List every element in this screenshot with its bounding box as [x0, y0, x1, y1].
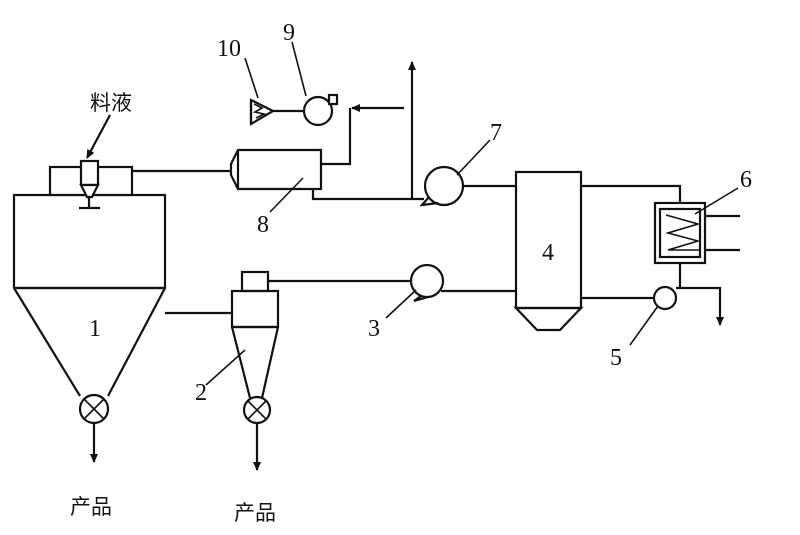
drying-tower [12, 159, 167, 463]
exhaust-fan [409, 263, 445, 303]
product-label-left: 产品 [70, 495, 112, 519]
label-6: 6 [740, 167, 752, 193]
label-8: 8 [257, 212, 269, 238]
label-2: 2 [195, 380, 207, 406]
cyclone-separator [230, 270, 280, 471]
label-10: 10 [217, 36, 241, 62]
product-label-right: 产品 [234, 501, 276, 525]
feed-label: 料液 [90, 91, 132, 115]
feed-arrow [86, 114, 111, 159]
blower-fan [419, 165, 465, 207]
label-4: 4 [542, 240, 554, 266]
label-9: 9 [283, 20, 295, 46]
label-3: 3 [368, 316, 380, 342]
scrubber-column [513, 170, 584, 332]
label-5: 5 [610, 345, 622, 371]
drain-outlet [676, 286, 724, 326]
air-heater [229, 148, 323, 191]
leader-lines [205, 41, 739, 386]
pipe-blower-heater [321, 108, 352, 166]
label-7: 7 [490, 120, 502, 146]
pipe-scrubber-exchanger [581, 184, 682, 203]
label-1: 1 [89, 316, 101, 342]
air-filter [249, 98, 276, 126]
air-blower [302, 93, 339, 127]
pipe-heater-fan7 [311, 189, 424, 201]
